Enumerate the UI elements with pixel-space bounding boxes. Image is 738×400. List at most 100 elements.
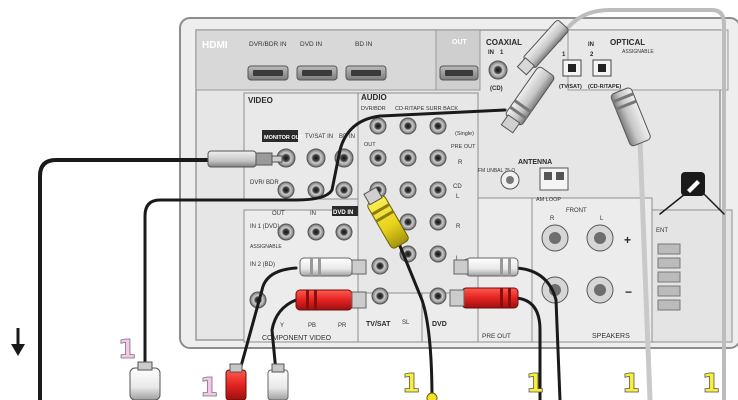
channel-l-label: L bbox=[600, 216, 604, 222]
tv-sat-label: TV/SAT bbox=[366, 321, 391, 328]
white-audio-plug[interactable] bbox=[267, 363, 289, 400]
hdmi-input-label: DVR/BDR IN bbox=[249, 41, 287, 48]
speaker-terminal[interactable] bbox=[586, 224, 614, 252]
pre-out-bottom-label: PRE OUT bbox=[482, 333, 511, 340]
optical-port[interactable] bbox=[562, 59, 582, 77]
optical-port-name: (TV/SAT) bbox=[559, 84, 582, 90]
component-jack[interactable] bbox=[307, 223, 325, 241]
optical-cable bbox=[637, 137, 653, 400]
audio-jack[interactable] bbox=[429, 213, 447, 231]
pre-out-label: PRE OUT bbox=[451, 144, 476, 150]
audio-section: AUDIO DVR/BDR CD-R/TAPE SURR BACK (Singl… bbox=[361, 93, 476, 305]
component-cable bbox=[270, 298, 298, 374]
coaxial-plug[interactable] bbox=[516, 19, 569, 76]
hdmi-out-label: OUT bbox=[452, 39, 468, 46]
video-cable bbox=[398, 244, 434, 400]
dvr-bdr-label: DVR/ BDR bbox=[250, 180, 279, 186]
dvd-label: DVD bbox=[432, 321, 447, 328]
plugs bbox=[129, 19, 651, 400]
audio-jack[interactable] bbox=[371, 287, 389, 305]
component-cable bbox=[238, 266, 298, 372]
component-jack[interactable] bbox=[335, 223, 353, 241]
callouts: 1 1 1 1 1 1 bbox=[118, 335, 721, 400]
yellow-video-plug[interactable] bbox=[361, 186, 409, 250]
coaxial-plug[interactable] bbox=[499, 66, 556, 135]
front-label: FRONT bbox=[566, 208, 587, 214]
video-plug[interactable] bbox=[207, 150, 283, 168]
audio-jack[interactable] bbox=[399, 149, 417, 167]
component-column-label: PB bbox=[308, 323, 316, 329]
coaxial-sub-label: (CD) bbox=[490, 86, 503, 92]
dvd-in-label: DVD IN bbox=[333, 210, 353, 216]
callout-number: 1 bbox=[526, 369, 544, 399]
white-audio-plug[interactable] bbox=[453, 257, 519, 277]
component-column-label: Y bbox=[280, 323, 284, 329]
video-jack[interactable] bbox=[277, 181, 295, 199]
audio-jack-grid bbox=[369, 117, 476, 305]
hdmi-port[interactable] bbox=[247, 65, 289, 81]
optical-port[interactable] bbox=[592, 59, 612, 77]
hdmi-section: HDMI DVR/BDR IN DVD IN BD IN OUT bbox=[202, 39, 479, 81]
video-section: VIDEO MONITOR OUT TV/SAT IN BD IN DVR/ B… bbox=[248, 96, 358, 217]
white-audio-plug[interactable] bbox=[299, 257, 367, 277]
audio-jack[interactable] bbox=[399, 117, 417, 135]
video-jack[interactable] bbox=[306, 148, 326, 168]
callout-number: 1 bbox=[702, 369, 720, 399]
audio-jack[interactable] bbox=[399, 181, 417, 199]
component-in2-label: IN 2 (BD) bbox=[250, 262, 275, 268]
am-loop-label: AM LOOP bbox=[536, 197, 561, 203]
coaxial-in-label: IN bbox=[488, 50, 494, 56]
in-label: IN bbox=[310, 211, 316, 217]
callout-number: 1 bbox=[622, 369, 640, 399]
hdmi-port[interactable] bbox=[345, 65, 387, 81]
component-jack[interactable] bbox=[277, 223, 295, 241]
audio-jack[interactable] bbox=[371, 257, 389, 275]
hdmi-out-port[interactable] bbox=[439, 65, 479, 81]
pencil-icon bbox=[681, 172, 705, 196]
audio-jack[interactable] bbox=[369, 149, 387, 167]
audio-jack[interactable] bbox=[429, 245, 447, 263]
component-assign-label: ASSIGNABLE bbox=[250, 244, 282, 250]
audio-jack[interactable] bbox=[429, 287, 447, 305]
red-audio-plug[interactable] bbox=[225, 363, 247, 400]
tv-sat-in-label: TV/SAT IN bbox=[305, 134, 333, 140]
coaxial-in-number: 1 bbox=[500, 50, 504, 56]
speaker-terminal[interactable] bbox=[541, 224, 569, 252]
optical-in-label: IN bbox=[588, 42, 594, 48]
audio-plug[interactable] bbox=[129, 361, 161, 400]
audio-jack[interactable] bbox=[369, 117, 387, 135]
dvd-in-jack[interactable] bbox=[335, 181, 353, 199]
red-audio-plug[interactable] bbox=[449, 287, 519, 309]
speaker-side-label: ENT bbox=[656, 228, 668, 234]
audio-jack[interactable] bbox=[429, 181, 447, 199]
coaxial-label: COAXIAL bbox=[486, 38, 522, 47]
red-audio-plug[interactable] bbox=[295, 289, 367, 311]
out-label: OUT bbox=[272, 211, 285, 217]
optical-label: OPTICAL bbox=[610, 38, 645, 47]
optical-sub-label: ASSIGNABLE bbox=[622, 49, 654, 55]
optical-port-name: (CD-R/TAPE) bbox=[588, 84, 621, 90]
sl-label: SL bbox=[402, 320, 410, 326]
audio-jack[interactable] bbox=[429, 117, 447, 135]
fm-label: FM UNBAL 75 Ω bbox=[478, 168, 515, 174]
single-label: (Single) bbox=[455, 131, 474, 137]
audio-label: AUDIO bbox=[361, 93, 387, 102]
antenna-section: ANTENNA FM UNBAL 75 Ω AM LOOP bbox=[478, 159, 569, 203]
speaker-terminal[interactable] bbox=[586, 276, 614, 304]
callout-number: 1 bbox=[118, 335, 136, 365]
optical-plug[interactable] bbox=[610, 87, 651, 147]
bottom-labels: TV/SAT DVD SL PRE OUT bbox=[366, 320, 511, 340]
hdmi-port[interactable] bbox=[296, 65, 338, 81]
antenna-label: ANTENNA bbox=[518, 159, 552, 166]
speakers-section: FRONT R L + − SPEAKERS ENT bbox=[541, 208, 681, 340]
channel-r-label: R bbox=[550, 216, 555, 222]
monitor-out-label: MONITOR OUT bbox=[264, 135, 304, 141]
optical-port-number: 1 bbox=[562, 52, 566, 58]
audio-jack[interactable] bbox=[429, 149, 447, 167]
speaker-terminal-strip bbox=[657, 243, 681, 311]
channel-r-label: R bbox=[456, 224, 461, 230]
channel-l-label: L bbox=[456, 194, 460, 200]
minus-sign: − bbox=[625, 285, 632, 299]
coaxial-jack[interactable] bbox=[488, 60, 508, 80]
